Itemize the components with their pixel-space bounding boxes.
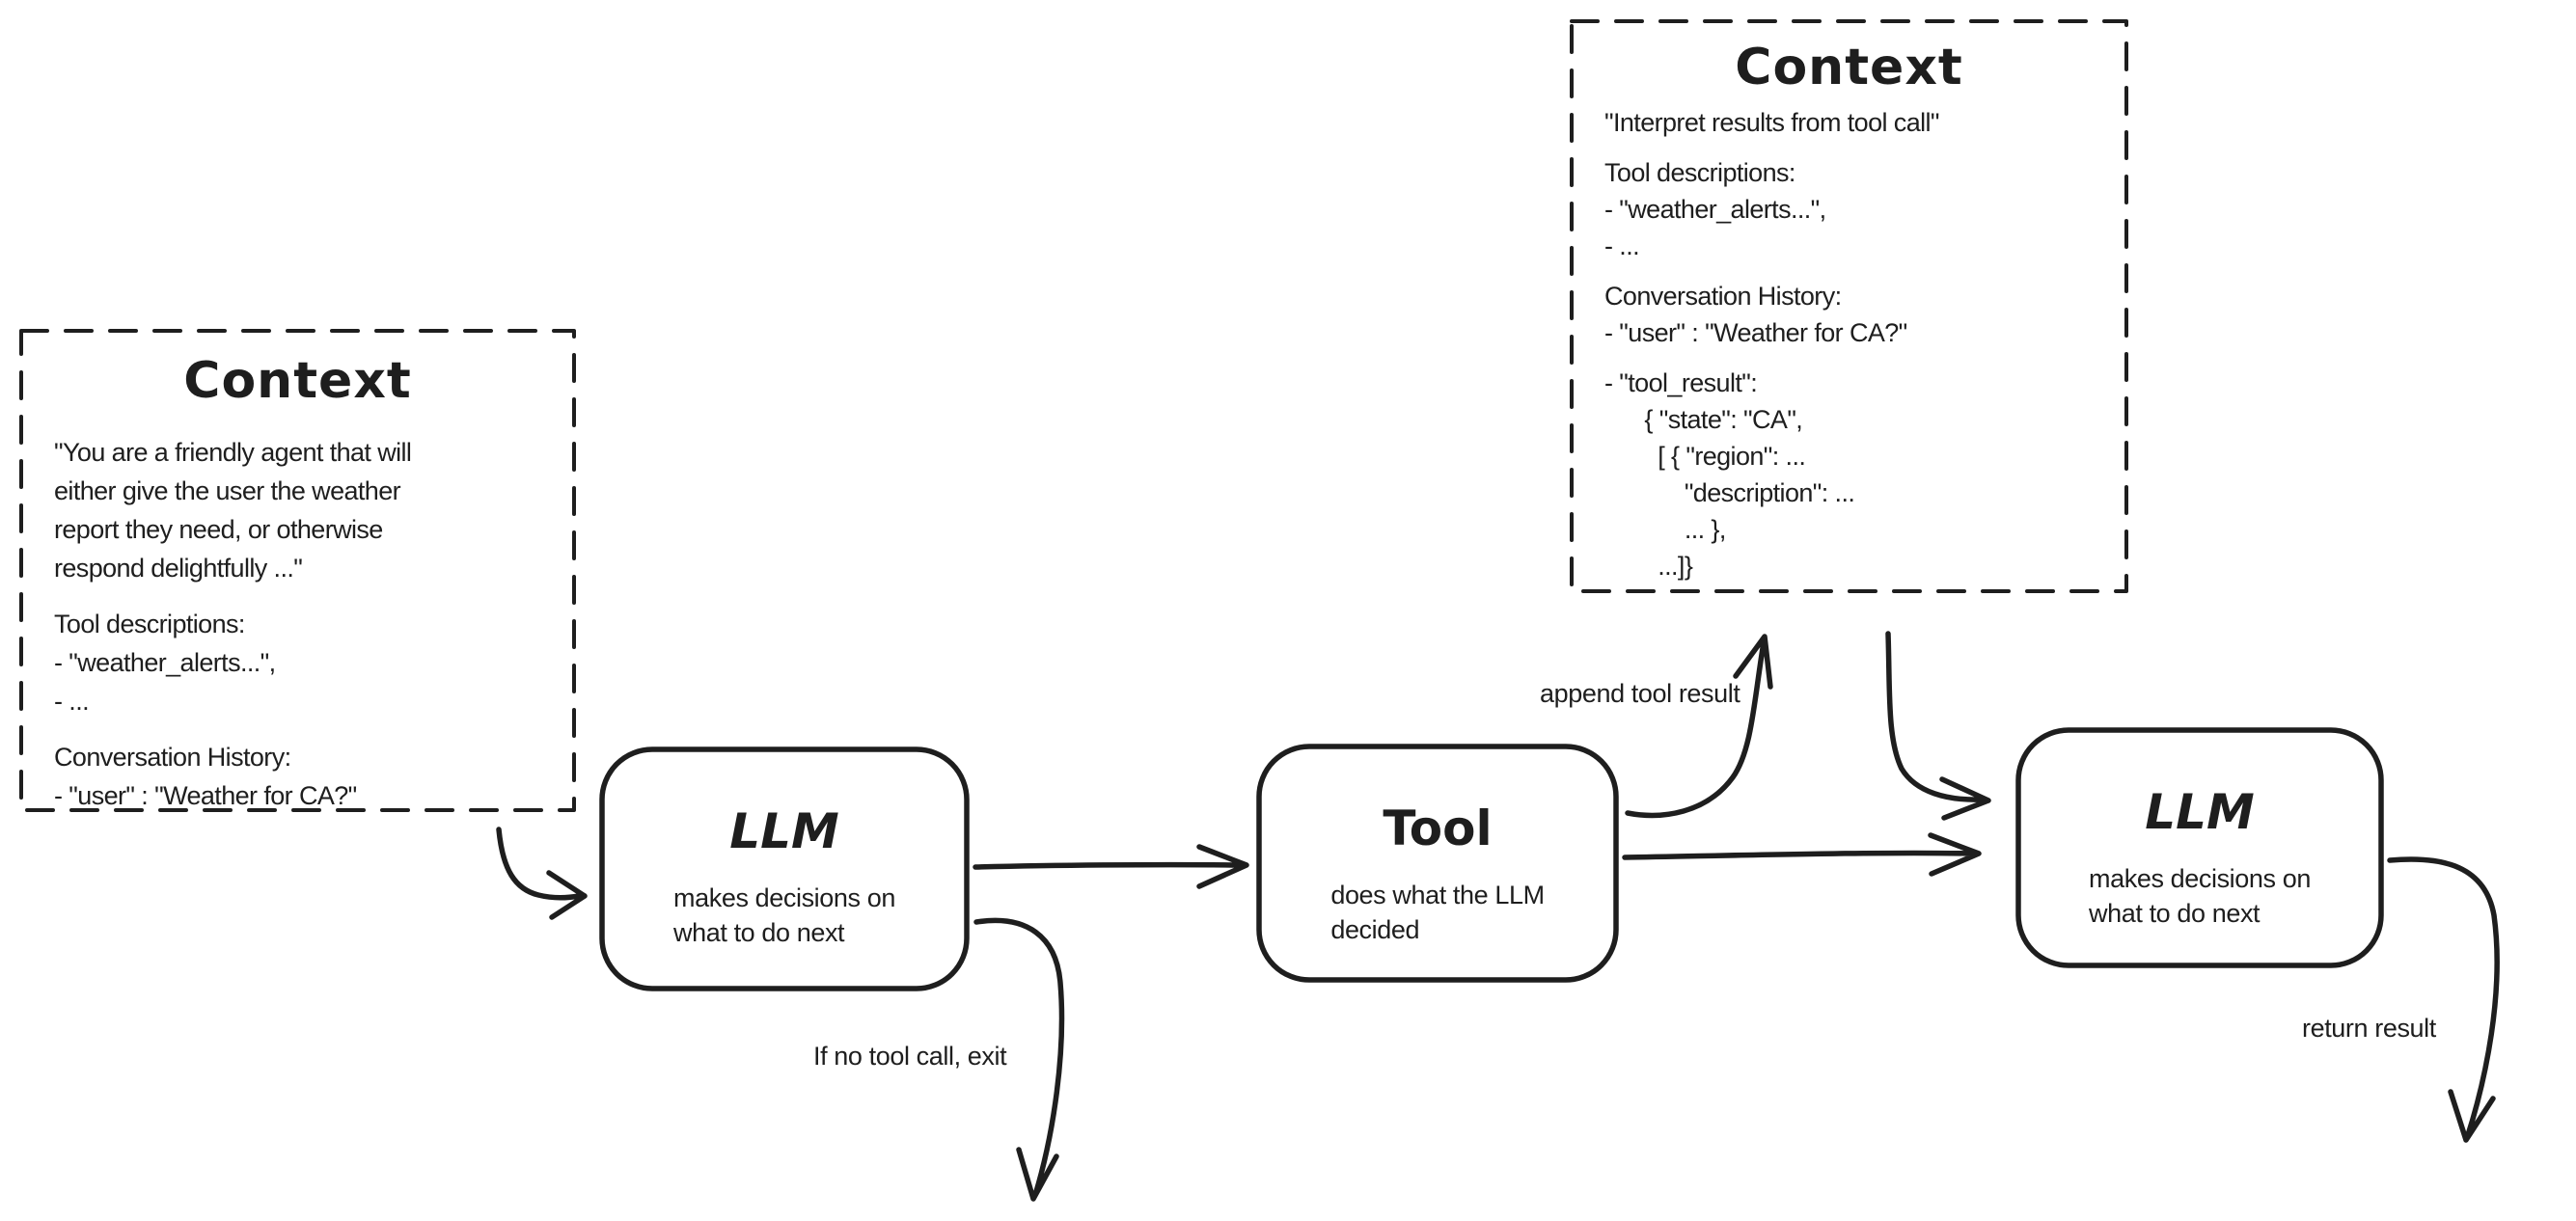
arrow-context-top-to-llm2: [1885, 631, 1991, 821]
text-line: - "tool_result":: [1604, 368, 1758, 397]
context-left-title: Context: [183, 352, 412, 410]
label-if-no-tool-call-exit: If no tool call, exit: [813, 1042, 1007, 1071]
text-line: report they need, or otherwise: [54, 515, 383, 544]
text-line: either give the user the weather: [54, 476, 401, 505]
system-prompt-paragraph: "Interpret results from tool call": [1604, 104, 2094, 141]
text-line: [ { "region": ...: [1604, 442, 1806, 471]
context-box-left: Context "You are a friendly agent that w…: [21, 331, 574, 810]
text-line: respond delightfully ...": [54, 554, 303, 583]
context-top-body: "Interpret results from tool call" Tool …: [1572, 104, 2126, 584]
llm-node-1: LLM makes decisions on what to do next: [602, 749, 967, 989]
text-line: Conversation History:: [54, 743, 291, 772]
text-line: Tool descriptions:: [1604, 158, 1795, 187]
conversation-history-paragraph: Conversation History: - "user" : "Weathe…: [54, 738, 541, 815]
tool-title: Tool: [1383, 800, 1493, 856]
llm-node-2: LLM makes decisions on what to do next: [2018, 730, 2381, 965]
text-line: - ...: [54, 687, 90, 716]
context-top-border: [1570, 19, 2128, 593]
arrow-llm1-to-tool: [973, 844, 1249, 889]
arrow-context-left-to-llm1: [496, 827, 588, 920]
text-line: - "weather_alerts...",: [54, 648, 276, 677]
label-append-tool-result: append tool result: [1540, 679, 1740, 708]
tool-descriptions-paragraph: Tool descriptions: - "weather_alerts..."…: [54, 605, 541, 720]
llm1-title: LLM: [729, 803, 839, 859]
tool-descriptions-paragraph: Tool descriptions: - "weather_alerts..."…: [1604, 154, 2094, 264]
text-line: Conversation History:: [1604, 282, 1842, 311]
label-return-result: return result: [2302, 1014, 2436, 1043]
conversation-history-paragraph: Conversation History: - "user" : "Weathe…: [1604, 278, 2094, 351]
arrow-llm2-return: [2387, 856, 2500, 1143]
tool-node: Tool does what the LLM decided: [1259, 746, 1616, 980]
text-line: - ...: [1604, 231, 1640, 260]
text-line: ... },: [1604, 515, 1727, 544]
context-box-top: Context "Interpret results from tool cal…: [1572, 21, 2126, 591]
arrow-tool-to-llm2: [1622, 832, 1982, 877]
system-prompt-paragraph: "You are a friendly agent that will eith…: [54, 433, 541, 587]
text-line: "description": ...: [1604, 478, 1855, 507]
text-line: Tool descriptions:: [54, 610, 245, 638]
context-left-body: "You are a friendly agent that will eith…: [21, 433, 574, 815]
text-line: - "weather_alerts...",: [1604, 195, 1826, 224]
llm2-subtitle: makes decisions on what to do next: [2089, 864, 2311, 928]
text-line: ...]}: [1604, 552, 1693, 581]
tool-node-border: [1256, 744, 1619, 983]
arrow-tool-to-context-top: [1625, 634, 1773, 819]
llm2-node-border: [2015, 727, 2384, 968]
text-line: - "user" : "Weather for CA?": [1604, 318, 1907, 347]
tool-result-paragraph: - "tool_result": { "state": "CA", [ { "r…: [1604, 365, 2094, 584]
tool-subtitle: does what the LLM decided: [1330, 881, 1545, 944]
text-line: { "state": "CA",: [1604, 405, 1803, 434]
llm1-subtitle: makes decisions on what to do next: [673, 883, 895, 947]
text-line: - "user" : "Weather for CA?": [54, 781, 357, 810]
arrow-llm1-exit: [973, 917, 1065, 1202]
text-line: "You are a friendly agent that will: [54, 438, 412, 467]
llm1-node-border: [599, 746, 970, 991]
text-line: "Interpret results from tool call": [1604, 108, 1940, 137]
context-left-border: [19, 329, 576, 812]
llm2-title: LLM: [2145, 784, 2255, 840]
context-top-title: Context: [1735, 39, 1963, 96]
